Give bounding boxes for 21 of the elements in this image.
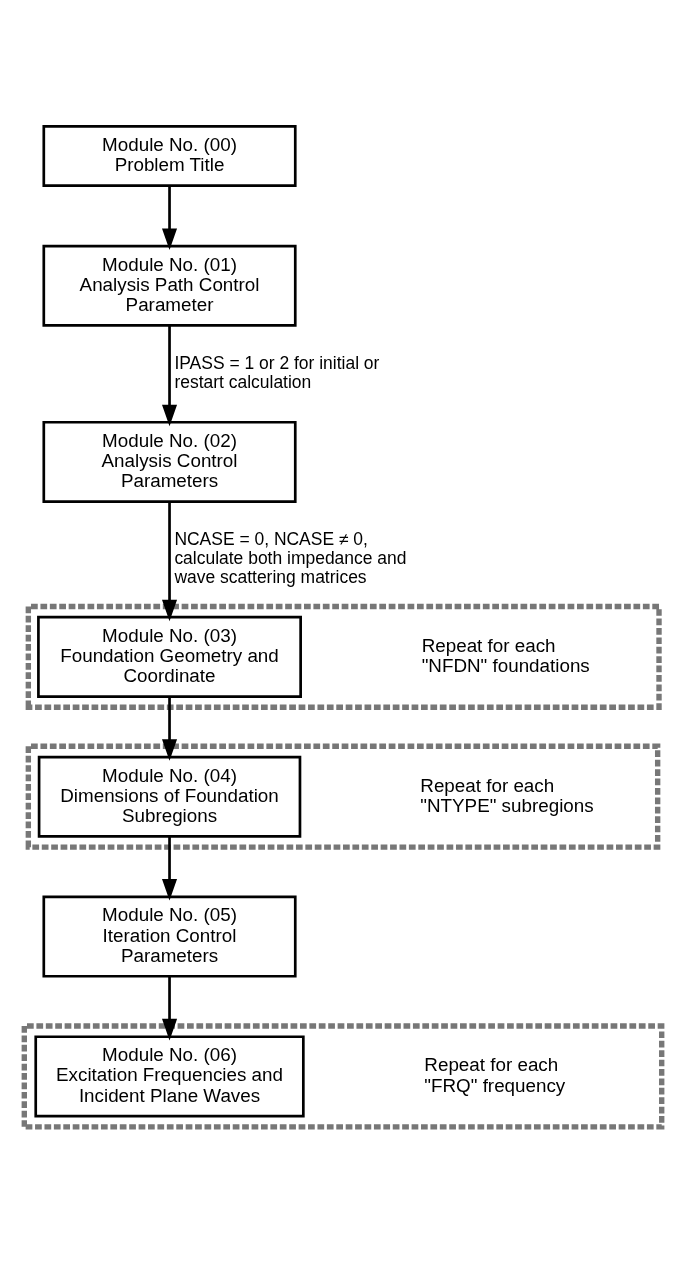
node-box: Module No. (02) Analysis Control Parameters (42, 420, 297, 503)
node-label: Repeat for each "NFDN" foundations (421, 634, 590, 676)
cluster (25, 743, 661, 850)
arrow (162, 185, 178, 250)
arrow (162, 325, 178, 426)
node-label: Repeat for each "NTYPE" subregions (420, 774, 594, 816)
edge-label: IPASS = 1 or 2 for initial or restart calculation (174, 352, 380, 392)
arrow (162, 976, 178, 1040)
node-box: Module No. (04) Dimensions of Foundation Subregions (37, 755, 302, 838)
cluster (21, 1022, 665, 1130)
arrow (162, 696, 178, 761)
node-box: Module No. (06) Excitation Frequencies and Incident Plane Waves (34, 1034, 305, 1117)
node-box: Module No. (05) Iteration Control Parameters (42, 895, 297, 978)
node-box: Module No. (00) Problem Title (42, 124, 297, 187)
edge-label: NCASE = 0, NCASE ≠ 0, calculate both impedance and wave scattering matrices (174, 528, 407, 587)
cluster (25, 603, 662, 710)
arrow (162, 501, 178, 621)
arrow (162, 836, 178, 901)
node-box: Module No. (01) Analysis Path Control Parameter (42, 244, 297, 327)
node-label: Repeat for each "FRQ" frequency (424, 1053, 566, 1095)
node-box: Module No. (03) Foundation Geometry and Coordinate (37, 615, 302, 698)
